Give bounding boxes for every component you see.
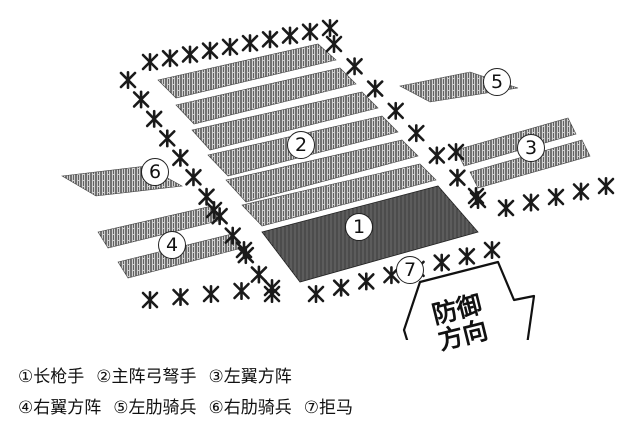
legend-item: ①长枪手 (18, 367, 85, 387)
legend-row-2: ④右翼方阵 ⑤左肋骑兵 ⑥右肋骑兵 ⑦拒马 (18, 393, 628, 418)
legend-item: ⑤左肋骑兵 (113, 398, 197, 418)
legend-row-1: ①长枪手 ②主阵弓弩手 ③左翼方阵 (18, 362, 628, 387)
left-wing-rows (455, 117, 591, 189)
battle-formation-diagram: 1 2 3 4 5 6 7 防御 方向 (61, 18, 615, 366)
marker-5: 5 (483, 68, 511, 96)
marker-1: 1 (345, 213, 373, 241)
marker-4: 4 (158, 231, 186, 259)
legend-item: ⑦拒马 (303, 398, 353, 418)
marker-2: 2 (287, 131, 315, 159)
marker-7: 7 (396, 256, 424, 284)
cheval-de-frise-barriers (119, 18, 615, 310)
legend: ①长枪手 ②主阵弓弩手 ③左翼方阵 ④右翼方阵 ⑤左肋骑兵 ⑥右肋骑兵 ⑦拒马 (18, 362, 628, 424)
marker-6: 6 (141, 158, 169, 186)
legend-item: ④右翼方阵 (18, 398, 102, 418)
legend-item: ③左翼方阵 (208, 367, 292, 387)
legend-item: ②主阵弓弩手 (96, 367, 197, 387)
formation-drawing (61, 18, 615, 366)
marker-3: 3 (517, 134, 545, 162)
legend-item: ⑥右肋骑兵 (208, 398, 292, 418)
